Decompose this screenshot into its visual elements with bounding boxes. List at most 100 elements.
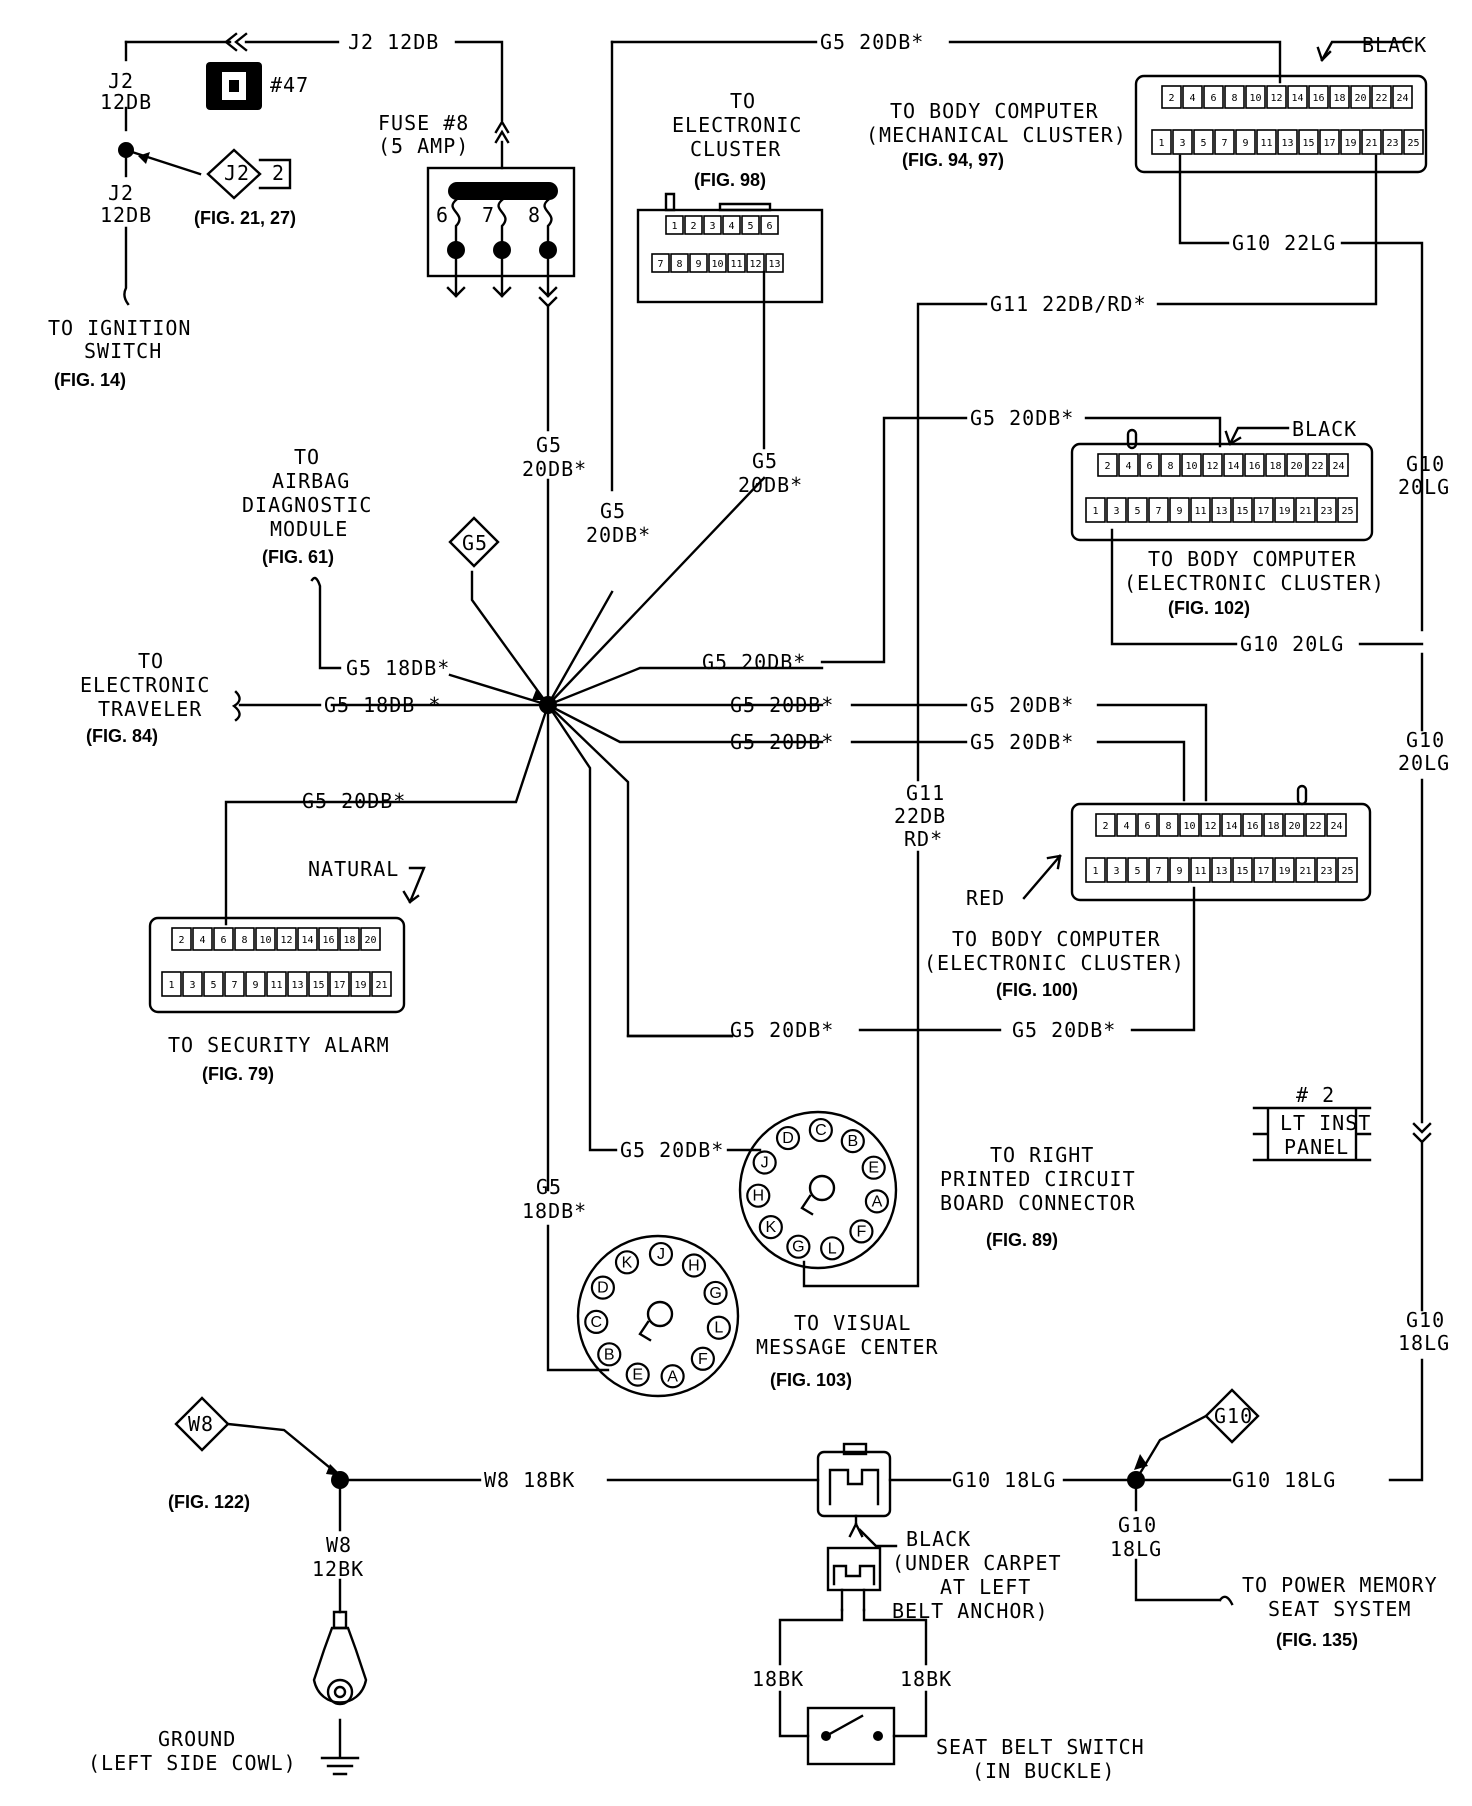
wire-label: 18DB*: [522, 1199, 587, 1223]
wire-label: 20LG: [1398, 475, 1450, 499]
dest-label: ELECTRONIC: [80, 673, 210, 697]
connector-pin: [1232, 857, 1253, 883]
ground-ref: # 2: [1296, 1083, 1335, 1107]
pin-number: 14: [1227, 461, 1239, 472]
wire: [916, 302, 988, 782]
connector-pin: [1179, 813, 1200, 837]
fig-ref: (FIG. 61): [262, 547, 334, 567]
connector-pin: [203, 971, 224, 997]
pin-number: 11: [270, 980, 282, 991]
connector-pin: [670, 253, 689, 273]
wire-label: 20DB*: [586, 523, 651, 547]
pin-letter: L: [714, 1320, 723, 1337]
connector-pin: [1382, 129, 1403, 155]
connector-pin: [1392, 85, 1413, 109]
fuse-rating: (5 AMP): [378, 134, 469, 158]
connector-pin: [1307, 453, 1328, 477]
wire-color-label: BLACK: [906, 1527, 971, 1551]
wire-label: G5: [536, 1175, 562, 1199]
wire-label: G10: [1118, 1513, 1157, 1537]
ground-ref: LT INST: [1280, 1111, 1371, 1135]
dest-label: ELECTRONIC: [672, 113, 802, 137]
pin-number: 12: [1206, 461, 1218, 472]
wire-label: G5 20DB*: [970, 730, 1074, 754]
connector-pin: [297, 927, 318, 951]
pin-number: 13: [1215, 866, 1227, 877]
wire-color-label: RED: [966, 886, 1005, 910]
connector-pin: [746, 253, 765, 273]
connector-pin: [1161, 85, 1182, 109]
connector-pin: [706, 1315, 731, 1340]
pin-number: 3: [1113, 866, 1119, 877]
wire-label: G5 20DB*: [970, 693, 1074, 717]
connector-pin: [1106, 857, 1127, 883]
connector-pin: [708, 253, 727, 273]
g5-splice: [224, 476, 824, 1192]
wire-label: RD*: [904, 827, 943, 851]
pin-number: 12: [1270, 93, 1282, 104]
connector-pin: [1211, 857, 1232, 883]
wire-label: 22DB: [894, 804, 946, 828]
wire-label: G5 20DB*: [302, 789, 406, 813]
wire-label: G5 20DB*: [702, 650, 806, 674]
connector-pin: [625, 1362, 650, 1387]
location-note: BELT ANCHOR): [892, 1599, 1049, 1623]
wire-label: W8 18BK: [484, 1468, 575, 1492]
wire-label: G5 18DB *: [324, 693, 441, 717]
pin-number: 22: [1375, 93, 1387, 104]
fig-ref: (FIG. 79): [202, 1064, 274, 1084]
pin-number: 2: [1104, 461, 1110, 472]
connector-pin: [1148, 497, 1169, 523]
connector-pin: [1265, 453, 1286, 477]
pin-number: 4: [199, 935, 205, 946]
pin-number: 8: [1167, 461, 1173, 472]
connector-pin: [1284, 813, 1305, 837]
fig-ref: (FIG. 14): [54, 370, 126, 390]
pin-number: 8: [676, 259, 682, 270]
connector-pin: [648, 1241, 674, 1267]
connector-pin: [786, 1234, 811, 1259]
wire-label: G11 22DB/RD*: [990, 292, 1147, 316]
wire-label: 18LG: [1110, 1537, 1162, 1561]
connector-ref: #47: [270, 73, 309, 97]
fig-ref: (FIG. 89): [986, 1230, 1058, 1250]
pin-number: 10: [1183, 821, 1195, 832]
connector-pin: [1097, 453, 1118, 477]
pin-number: 20: [1354, 93, 1366, 104]
wire: [310, 576, 342, 670]
dest-label: SWITCH: [84, 339, 162, 363]
wire-label: J2: [108, 69, 134, 93]
pin-number: 15: [312, 980, 324, 991]
connector-pin: [1328, 453, 1349, 477]
pin-number: 25: [1341, 506, 1353, 517]
pin-number: 13: [291, 980, 303, 991]
connector-pin: [681, 1253, 707, 1278]
pin-number: 13: [1281, 138, 1293, 149]
dest-label: MODULE: [270, 517, 348, 541]
connector-pin: [1127, 497, 1148, 523]
wire-label: 20DB*: [738, 473, 803, 497]
connector-pin: [1244, 453, 1265, 477]
wire-label: 18LG: [1398, 1331, 1450, 1355]
leader: [402, 866, 426, 904]
connector-pin: [1182, 85, 1203, 109]
pin-number: 20: [364, 935, 376, 946]
wire-label: 20LG: [1398, 751, 1450, 775]
pin-number: 19: [1278, 506, 1290, 517]
pin-number: 6: [1144, 821, 1150, 832]
pin-number: 4: [1125, 461, 1131, 472]
connector-pin: [1139, 453, 1160, 477]
wire-color-label: BLACK: [1292, 417, 1357, 441]
connector-pin: [1118, 453, 1139, 477]
lt-inst-panel-ground: [1252, 1106, 1372, 1162]
dest-label: TO: [294, 445, 320, 469]
pin-letter: H: [752, 1188, 764, 1205]
connector-pin: [1169, 497, 1190, 523]
pin-number: 9: [1242, 138, 1248, 149]
wire-label: 20DB*: [522, 457, 587, 481]
pin-number: 10: [711, 259, 723, 270]
wire-color-label: NATURAL: [308, 857, 399, 881]
wire-label: 12DB: [100, 203, 152, 227]
pin-number: 7: [657, 259, 663, 270]
